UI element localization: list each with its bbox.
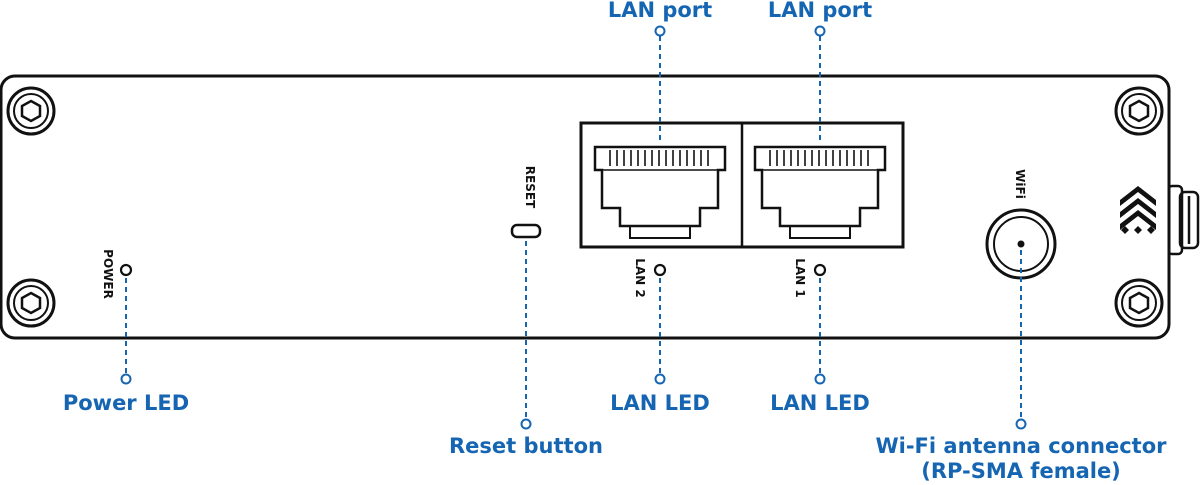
screw-bottom-right-hex-screw-icon xyxy=(1114,278,1164,328)
panel-label-lan1: LAN 1 xyxy=(793,258,807,298)
leader-dot-lan-port-right xyxy=(814,25,826,37)
panel-label-reset: RESET xyxy=(523,166,537,209)
callout-lan-led-left: LAN LED xyxy=(610,391,710,415)
screw-bottom-left-hex-screw-icon xyxy=(6,278,56,328)
panel-label-lan2: LAN 2 xyxy=(633,258,647,298)
leader-dot-wifi-connector xyxy=(1015,418,1027,430)
wifi-sma-connector-icon xyxy=(985,208,1057,280)
callout-lan-led-right: LAN LED xyxy=(770,391,870,415)
reset-button-hole xyxy=(510,223,542,239)
panel-label-power: POWER xyxy=(101,249,115,299)
side-connector-icon xyxy=(1166,184,1200,256)
lan2-led xyxy=(653,263,667,277)
callout-lan-port-left: LAN port xyxy=(607,0,713,22)
lan-port-left-rj45-port-icon xyxy=(593,145,727,239)
callout-wifi-connector-line1: Wi-Fi antenna connector xyxy=(875,434,1167,458)
callout-wifi-connector-line2: (RP-SMA female) xyxy=(921,459,1121,483)
screw-top-right-hex-screw-icon xyxy=(1114,86,1164,136)
leader-dot-power-led xyxy=(120,373,132,385)
callout-lan-port-right: LAN port xyxy=(767,0,873,22)
lan-port-right-rj45-port-icon xyxy=(753,145,887,239)
leader-dot-reset-button xyxy=(520,418,532,430)
callout-reset-button: Reset button xyxy=(449,434,603,458)
leader-dot-lan-port-left xyxy=(654,25,666,37)
leader-dot-lan-led-left xyxy=(654,373,666,385)
screw-top-left-hex-screw-icon xyxy=(6,86,56,136)
lan1-led xyxy=(813,263,827,277)
callout-power-led: Power LED xyxy=(62,391,190,415)
panel-label-wifi: WiFi xyxy=(1013,169,1027,199)
power-led xyxy=(119,263,133,277)
leader-dot-lan-led-right xyxy=(814,373,826,385)
brand-chevron-logo-icon xyxy=(1120,186,1156,234)
callout-wifi-connector: Wi-Fi antenna connector (RP-SMA female) xyxy=(851,434,1191,484)
